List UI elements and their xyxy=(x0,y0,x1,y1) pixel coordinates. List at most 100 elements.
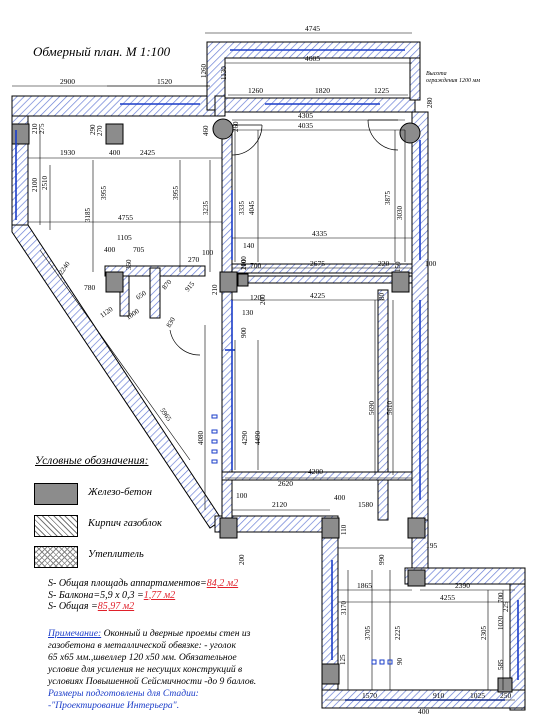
dim-label: 1225 xyxy=(374,86,389,95)
dim-label: 4605 xyxy=(305,54,320,63)
dim-label: 1025 xyxy=(470,691,485,700)
area-summary: S- Общая площадь аппартаментов=84,2 м2 S… xyxy=(48,578,238,613)
dimension-labels: 2900 1520 1260 1130 4745 4605 1260 1820 … xyxy=(31,24,512,716)
area-label: S- Балкона=5,9 х 0,3 = xyxy=(48,589,144,601)
remark-line: условиях Повышенной Сейсмичности -до 9 б… xyxy=(48,676,257,687)
dim-label: 120 xyxy=(250,293,262,302)
dim-label: 360 xyxy=(125,259,133,270)
remark-heading: Примечание: xyxy=(48,628,102,639)
remark-block: Примечание: Оконный и дверные проемы сте… xyxy=(48,628,316,712)
dim-label: 4490 xyxy=(254,431,262,446)
dim-label: 1865 xyxy=(357,581,372,590)
dim-label: 210 xyxy=(31,123,39,134)
dim-label: 1580 xyxy=(358,500,373,509)
dim-label: 870 xyxy=(160,278,173,292)
dim-label: 700 xyxy=(497,592,505,603)
dim-label: 1820 xyxy=(315,86,330,95)
dim-label: 100 xyxy=(425,259,437,268)
legend-swatch-concrete xyxy=(34,483,78,505)
dim-label: 275 xyxy=(38,123,46,134)
dim-label: 400 xyxy=(334,493,346,502)
dim-label: 3875 xyxy=(384,191,392,206)
legend-title: Условные обозначения: xyxy=(35,455,149,467)
dim-label: 3030 xyxy=(396,206,404,221)
dim-label: 3170 xyxy=(340,601,348,616)
dim-label: 2240 xyxy=(57,260,72,276)
area-value: 84,2 м2 xyxy=(206,578,239,589)
dim-label: 210 xyxy=(211,284,219,295)
dim-label: 110 xyxy=(340,524,348,535)
remark-line: Оконный и дверные проемы стен из xyxy=(103,628,251,639)
dim-label: 990 xyxy=(378,554,386,565)
dim-label: 705 xyxy=(133,245,145,254)
dim-label: 585 xyxy=(497,659,505,670)
dim-label: 5690 xyxy=(368,401,376,416)
area-value: 85,97 м2 xyxy=(97,601,135,612)
dim-label: 400 xyxy=(418,707,430,716)
dim-label: 2120 xyxy=(272,500,287,509)
stage-value: -"Проектирование Интерьера". xyxy=(48,700,180,711)
dim-label: 5965 xyxy=(158,407,173,423)
dim-label: 3335 xyxy=(238,201,246,216)
partitions xyxy=(104,129,413,531)
area-label: S- Общая = xyxy=(48,601,98,612)
dim-label: 460 xyxy=(202,125,210,136)
door-swings xyxy=(169,119,399,356)
dim-label: 1130 xyxy=(220,66,228,80)
railing-note-line: Высота xyxy=(426,71,447,77)
dim-label: 2100 xyxy=(31,178,39,193)
dim-label: 3955 xyxy=(100,186,108,201)
plan-title: Обмерный план. М 1:100 xyxy=(33,44,171,59)
remark-line: газобетона в металлической обвязке: - уг… xyxy=(48,640,236,651)
dim-label: 200 xyxy=(240,259,248,270)
dim-label: 1020 xyxy=(497,616,505,631)
dim-label: 4045 xyxy=(248,201,256,216)
dim-label: 2675 xyxy=(310,259,325,268)
dim-label: 1260 xyxy=(200,64,208,79)
dim-label: 2900 xyxy=(60,77,75,86)
area-value: 1,77 м2 xyxy=(143,589,176,601)
fixture-marks xyxy=(211,414,393,665)
area-label: S- Общая площадь аппартаментов= xyxy=(48,578,207,589)
legend-label-concrete: Железо-бетон xyxy=(88,487,152,498)
dim-label: 290 xyxy=(89,124,97,135)
legend-swatch-brick xyxy=(34,515,78,537)
dim-label: 1260 xyxy=(248,86,263,95)
dim-label: 5610 xyxy=(386,401,394,416)
dim-label: 4745 xyxy=(305,24,320,33)
dim-label: 1120 xyxy=(99,305,115,320)
dim-label: 200 xyxy=(259,294,267,305)
dim-label: 4290 xyxy=(241,431,249,446)
legend-label-insulation: Утеплитель xyxy=(88,549,144,560)
dim-label: 1105 xyxy=(117,233,132,242)
dim-label: 830 xyxy=(165,315,177,329)
dim-label: 200 xyxy=(238,554,246,565)
dim-label: 1570 xyxy=(362,691,377,700)
dim-label: 220 xyxy=(378,259,390,268)
dim-label: 1930 xyxy=(60,148,75,157)
dim-label: 1520 xyxy=(157,77,172,86)
dim-label: 780 xyxy=(84,283,96,292)
dim-label: 260 xyxy=(232,121,240,132)
dim-label: 130 xyxy=(242,308,254,317)
dim-label: 80 xyxy=(378,293,386,301)
railing-height-note: Высота ограждения 1200 мм xyxy=(426,71,480,85)
dim-label: 4225 xyxy=(310,291,325,300)
railing-note-line: ограждения 1200 мм xyxy=(426,78,481,84)
dim-label: 3185 xyxy=(84,208,92,223)
dim-label: 650 xyxy=(135,289,149,302)
dim-label: 4335 xyxy=(312,229,327,238)
stage-line: Размеры подготовлены для Стадии: xyxy=(48,688,199,699)
dim-label: 2510 xyxy=(41,176,49,191)
dim-label: 2390 xyxy=(455,581,470,590)
dim-label: 2305 xyxy=(480,626,488,641)
dim-label: 2425 xyxy=(140,148,155,157)
dim-label: 400 xyxy=(109,148,121,157)
dim-label: 3235 xyxy=(202,201,210,216)
dim-label: 4305 xyxy=(298,111,313,120)
dim-label: 910 xyxy=(433,691,445,700)
dim-label: 3705 xyxy=(364,626,372,641)
dim-label: 400 xyxy=(104,245,116,254)
legend-label-brick: Кирпич газоблок xyxy=(88,518,162,529)
dim-label: 2620 xyxy=(278,479,293,488)
